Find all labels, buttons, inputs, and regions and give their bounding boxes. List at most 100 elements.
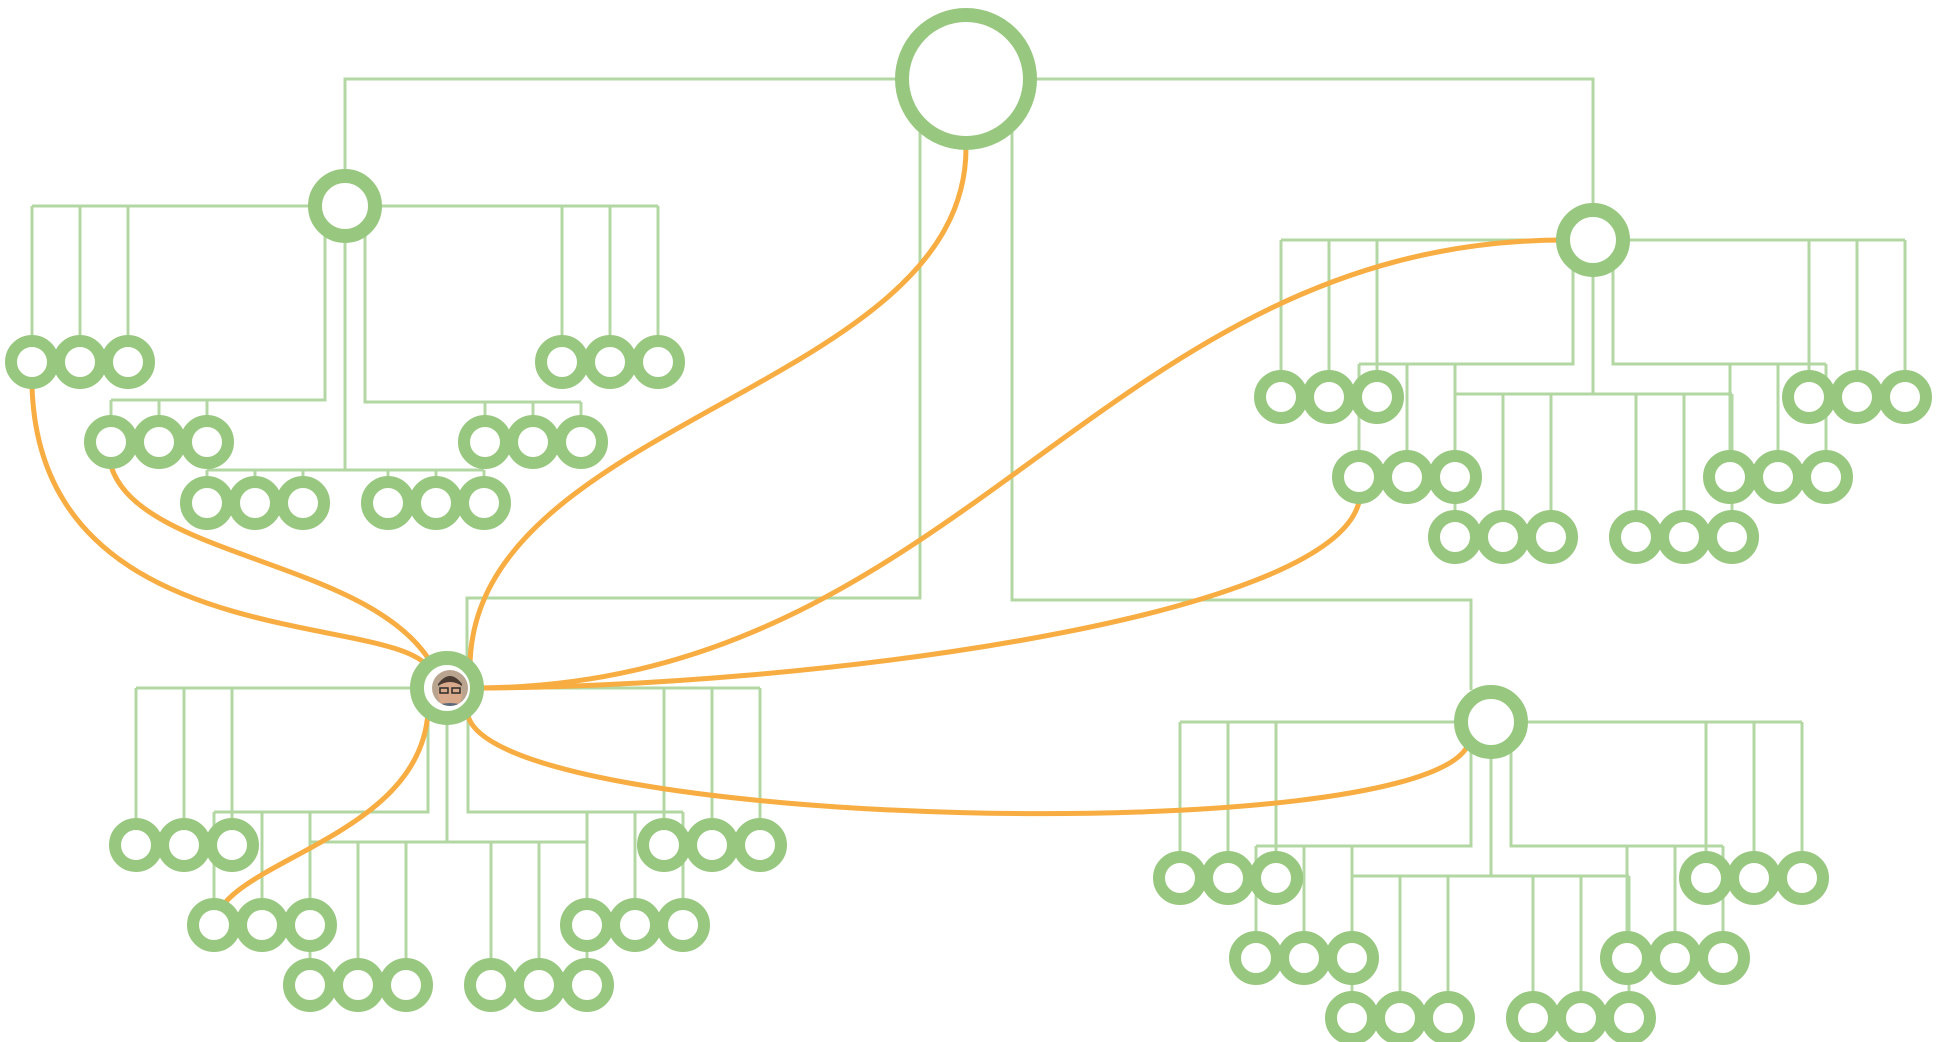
leaf-node[interactable] (535, 335, 589, 389)
leaf-node[interactable] (1727, 851, 1781, 905)
leaf-node[interactable] (464, 958, 518, 1012)
leaf-node[interactable] (1428, 510, 1482, 564)
leaf-node[interactable] (506, 415, 560, 469)
leaf-node[interactable] (458, 415, 512, 469)
leaf-node[interactable] (187, 898, 241, 952)
link-right-cluster (467, 499, 1362, 691)
leaf-node[interactable] (631, 335, 685, 389)
root-to-right (1036, 77, 1595, 240)
leaf-node[interactable] (228, 476, 282, 530)
leaf-node[interactable] (554, 415, 608, 469)
link-lower-right (465, 713, 1471, 817)
leaf-node[interactable] (608, 898, 662, 952)
leaf-node[interactable] (1696, 931, 1750, 985)
leaf-node[interactable] (1775, 851, 1829, 905)
avatar[interactable] (430, 668, 470, 708)
leaf-node[interactable] (1428, 450, 1482, 504)
leaf-node[interactable] (1380, 450, 1434, 504)
leaf-node[interactable] (1153, 851, 1207, 905)
leaf-node[interactable] (1602, 991, 1656, 1042)
leaf-node[interactable] (331, 958, 385, 1012)
link-root (467, 145, 969, 671)
leaf-node[interactable] (276, 476, 330, 530)
leaf-node[interactable] (1657, 510, 1711, 564)
root-to-lower-right (1010, 130, 1473, 690)
root-node[interactable] (895, 8, 1037, 150)
leaf-node[interactable] (53, 335, 107, 389)
parent-node-left[interactable] (308, 169, 382, 243)
leaf-node[interactable] (1229, 931, 1283, 985)
leaf-node[interactable] (5, 335, 59, 389)
leaf-node[interactable] (283, 898, 337, 952)
leaf-node[interactable] (512, 958, 566, 1012)
leaf-node[interactable] (1782, 370, 1836, 424)
leaf-node[interactable] (457, 476, 511, 530)
leaf-node[interactable] (1302, 370, 1356, 424)
nodes (5, 8, 1932, 1042)
avatar-glasses-left (439, 687, 449, 694)
leaf-node[interactable] (84, 415, 138, 469)
hub-connector (466, 712, 683, 814)
leaf-node[interactable] (1705, 510, 1759, 564)
leaf-node[interactable] (685, 818, 739, 872)
leaf-node[interactable] (1325, 991, 1379, 1042)
leaf-node[interactable] (361, 476, 415, 530)
leaf-node[interactable] (637, 818, 691, 872)
leaf-node[interactable] (235, 898, 289, 952)
leaf-node[interactable] (283, 958, 337, 1012)
leaf-node[interactable] (1554, 991, 1608, 1042)
leaf-node[interactable] (583, 335, 637, 389)
leaf-node[interactable] (1421, 991, 1475, 1042)
link-left-leaf (29, 383, 433, 673)
leaf-node[interactable] (733, 818, 787, 872)
leaf-node[interactable] (1325, 931, 1379, 985)
leaf-node[interactable] (1830, 370, 1884, 424)
hub-connector (1611, 265, 1826, 366)
leaf-node[interactable] (1201, 851, 1255, 905)
leaf-node[interactable] (379, 958, 433, 1012)
leaf-node[interactable] (1600, 931, 1654, 985)
leaf-node[interactable] (180, 415, 234, 469)
link-right-parent (467, 237, 1568, 691)
leaf-node[interactable] (560, 958, 614, 1012)
leaf-node[interactable] (1648, 931, 1702, 985)
leaf-node[interactable] (1609, 510, 1663, 564)
leaf-node[interactable] (180, 476, 234, 530)
hub-connector (214, 712, 430, 814)
leaf-node[interactable] (1524, 510, 1578, 564)
leaf-node[interactable] (1254, 370, 1308, 424)
link-focus-child (211, 709, 431, 928)
leaf-node[interactable] (1799, 450, 1853, 504)
leaf-node[interactable] (1506, 991, 1560, 1042)
leaf-node[interactable] (656, 898, 710, 952)
leaf-node[interactable] (409, 476, 463, 530)
leaf-node[interactable] (1332, 450, 1386, 504)
avatar-hair (438, 676, 462, 686)
leaf-node[interactable] (1249, 851, 1303, 905)
leaf-node[interactable] (560, 898, 614, 952)
hub-connector (1256, 746, 1473, 848)
leaf-node[interactable] (1350, 370, 1404, 424)
avatar-face (438, 680, 462, 706)
leaf-node[interactable] (157, 818, 211, 872)
leaf-node[interactable] (1679, 851, 1733, 905)
highlight-links (29, 145, 1568, 928)
leaf-node[interactable] (109, 818, 163, 872)
leaf-node[interactable] (205, 818, 259, 872)
hub-connector (1359, 265, 1575, 366)
leaf-node[interactable] (1277, 931, 1331, 985)
leaf-node[interactable] (1373, 991, 1427, 1042)
leaf-node[interactable] (1878, 370, 1932, 424)
leaf-node[interactable] (1703, 450, 1757, 504)
leaf-node[interactable] (1476, 510, 1530, 564)
leaf-node[interactable] (132, 415, 186, 469)
parent-node-right[interactable] (1556, 203, 1630, 277)
leaf-node[interactable] (101, 335, 155, 389)
parent-node-lower-right[interactable] (1454, 685, 1528, 759)
link-left-leaf-2 (108, 463, 438, 673)
hub-connector (1509, 746, 1723, 848)
leaf-node[interactable] (1751, 450, 1805, 504)
avatar-glasses-right (451, 687, 461, 694)
root-to-left (343, 77, 896, 206)
